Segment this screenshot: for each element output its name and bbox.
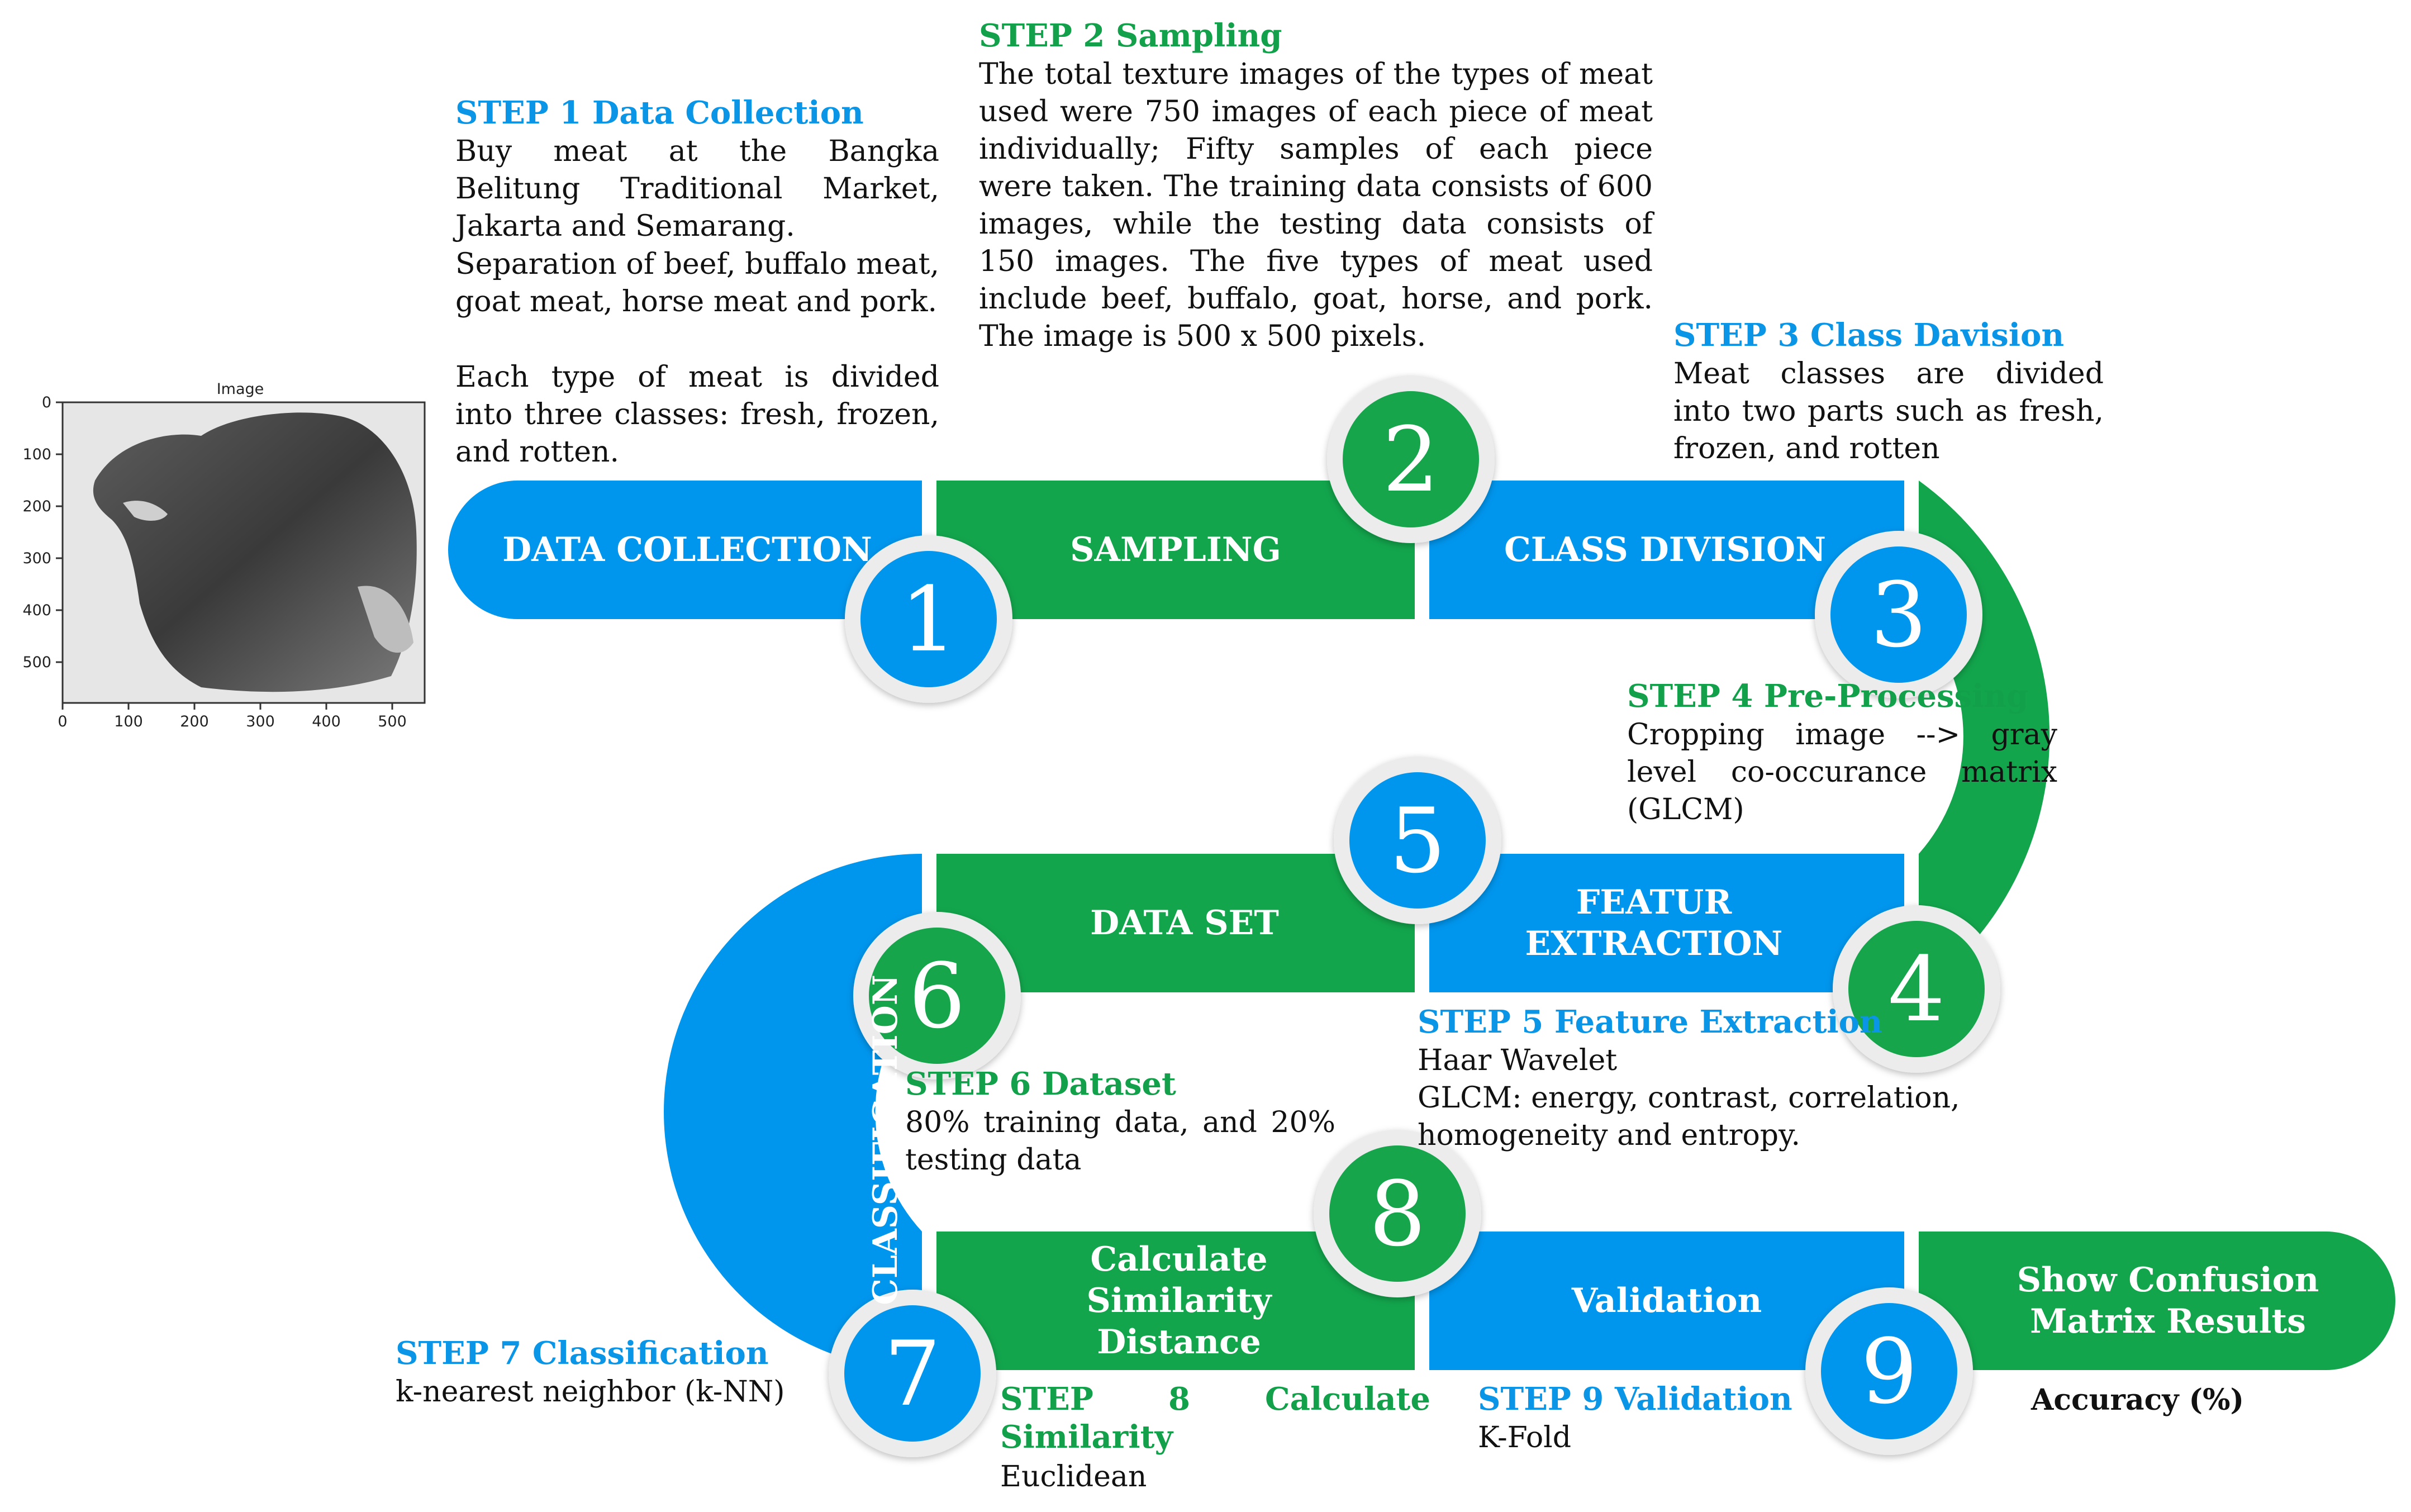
label-data-set: DATA SET	[1090, 904, 1279, 943]
x-tick-label: 200	[180, 713, 209, 730]
x-tick-label: 300	[246, 713, 275, 730]
step2-title: STEP 2 Sampling	[979, 17, 1282, 54]
step5-title: STEP 5 Feature Extraction	[1418, 1004, 1882, 1040]
y-tick-label: 300	[22, 550, 51, 567]
circle-step-5: 5	[1334, 757, 1501, 924]
step9-text: K-Fold	[1478, 1421, 1572, 1454]
y-tick-label: 200	[22, 498, 51, 515]
step5-line-1: Haar Wavelet	[1418, 1044, 1618, 1077]
label-sampling: SAMPLING	[1070, 530, 1281, 569]
step8-text: Euclidean	[1000, 1460, 1147, 1494]
step1-line-2: Separation of beef, buffalo meat, goat m…	[455, 248, 939, 318]
y-tick-label: 100	[22, 446, 51, 463]
meat-photo	[93, 412, 417, 692]
step6-title: STEP 6 Dataset	[905, 1066, 1176, 1102]
band-data-collection	[448, 481, 922, 619]
x-tick-label: 0	[58, 713, 67, 730]
y-tick-label: 500	[22, 654, 51, 671]
step9-title: STEP 9 Validation	[1478, 1381, 1792, 1418]
step2-text: The total texture images of the types of…	[979, 58, 1653, 353]
circle-step-8: 8	[1314, 1130, 1481, 1297]
number-3: 3	[1870, 563, 1927, 667]
number-9: 9	[1861, 1319, 1918, 1424]
number-1: 1	[900, 567, 957, 672]
label-calculate-similarity: Calculate Similarity Distance	[1086, 1240, 1272, 1362]
step3-title: STEP 3 Class Davision	[1673, 317, 2065, 354]
step7-title: STEP 7 Classification	[396, 1335, 769, 1372]
number-7: 7	[884, 1321, 941, 1426]
label-show-confusion: Show Confusion Matrix Results	[2017, 1261, 2319, 1341]
y-tick-label: 400	[22, 602, 51, 619]
label-class-division: CLASS DIVISION	[1504, 530, 1826, 569]
step4-title: STEP 4 Pre-Processing	[1627, 678, 2029, 715]
step6-text: 80% training data, and 20% testing data	[905, 1106, 1335, 1177]
number-5: 5	[1389, 788, 1446, 893]
label-featur-extraction: FEATUR EXTRACTION	[1525, 883, 1783, 963]
plot-title: Image	[217, 381, 264, 398]
band-show-confusion	[1919, 1232, 2395, 1370]
number-2: 2	[1382, 407, 1439, 512]
step4-text: Cropping image --> gray level co-occuran…	[1627, 718, 2057, 826]
number-8: 8	[1369, 1162, 1426, 1266]
step8-title: STEP 8 Calculate Similarity	[1000, 1381, 1430, 1456]
number-6: 6	[909, 944, 966, 1048]
meat-image-plot: Image 0 100 200 300 400 500 0 100 200 300 400 500	[22, 381, 426, 730]
circle-step-6: 6	[853, 912, 1021, 1080]
accuracy-label: Accuracy (%)	[2031, 1383, 2244, 1417]
band-sampling	[936, 481, 1415, 619]
step1-line-1: Buy meat at the Bangka Belitung Traditio…	[455, 135, 939, 243]
x-tick-label: 400	[312, 713, 341, 730]
label-validation: Validation	[1571, 1281, 1762, 1320]
circle-step-4: 4	[1833, 905, 2000, 1073]
step3-text: Meat classes are divided into two parts …	[1673, 357, 2104, 465]
band-featur-extraction	[1429, 854, 1904, 992]
circle-step-2: 2	[1327, 375, 1495, 543]
number-4: 4	[1888, 937, 1945, 1042]
label-data-collection: DATA COLLECTION	[502, 530, 872, 569]
meat-fat-streak	[123, 501, 168, 521]
step1-title: STEP 1 Data Collection	[455, 94, 864, 131]
x-tick-label: 100	[114, 713, 143, 730]
meat-fat-edge	[358, 586, 413, 653]
step1-line-3: Each type of meat is divided into three …	[455, 360, 939, 469]
circle-step-9: 9	[1805, 1287, 1973, 1455]
step5-line-2: GLCM: energy, contrast, correlation, hom…	[1418, 1081, 1960, 1152]
label-pre-processing: PRE-PROCESSING	[2189, 563, 2228, 913]
x-tick-label: 500	[378, 713, 407, 730]
circle-step-3: 3	[1815, 531, 1982, 698]
circle-step-7: 7	[829, 1290, 996, 1457]
circle-step-1: 1	[845, 535, 1012, 703]
step7-text: k-nearest neighbor (k-NN)	[396, 1375, 785, 1409]
y-tick-label: 0	[42, 394, 51, 411]
